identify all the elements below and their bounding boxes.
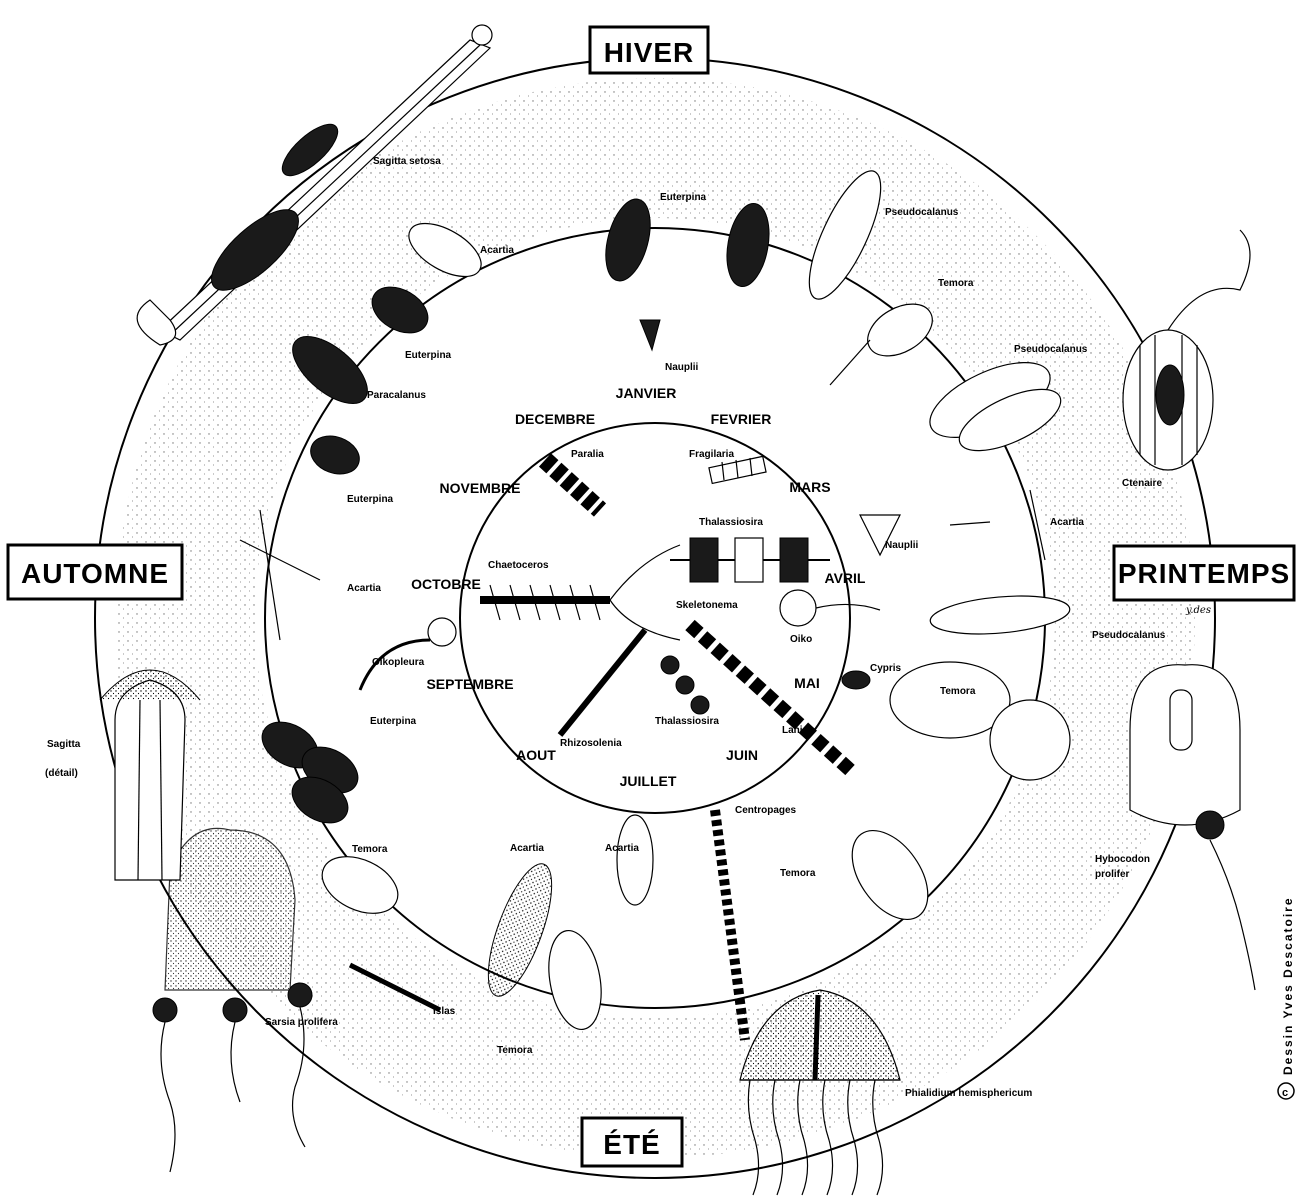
month-feb: FEVRIER (711, 411, 772, 427)
label-cypris: Cypris (870, 663, 902, 674)
label-temora-1: Temora (938, 278, 974, 289)
label-skeletonema: Skeletonema (676, 600, 738, 611)
season-autumn-label: AUTOMNE (21, 558, 169, 589)
label-oikopleura: Oikopleura (372, 657, 425, 668)
label-acartia-4: Acartia (510, 843, 544, 854)
season-winter-label: HIVER (604, 37, 695, 68)
label-lanice: Lanice (782, 725, 814, 736)
label-temora-3: Temora (780, 868, 816, 879)
cypris-drawing (842, 671, 870, 689)
season-spring-label: PRINTEMPS (1118, 558, 1290, 589)
label-sagitta-detail-2: (détail) (45, 768, 78, 779)
month-dec: DECEMBRE (515, 411, 595, 427)
label-pseudocalanus-2: Pseudocalanus (1014, 344, 1088, 355)
label-paralia: Paralia (571, 449, 604, 460)
label-phialidium: Phialidium hemisphericum (905, 1088, 1032, 1099)
label-temora-2: Temora (940, 686, 976, 697)
season-spring: PRINTEMPS (1114, 546, 1294, 600)
month-oct: OCTOBRE (411, 576, 481, 592)
signature: y.des (1185, 605, 1211, 616)
label-acartia-3: Acartia (1050, 517, 1084, 528)
season-summer: ÉTÉ (582, 1118, 682, 1166)
label-nauplii-2: Nauplii (885, 540, 919, 551)
month-jun: JUIN (726, 747, 758, 763)
label-acartia-2: Acartia (347, 583, 381, 594)
label-chaetoceros: Chaetoceros (488, 560, 549, 571)
label-acartia-1: Acartia (480, 245, 514, 256)
label-oiko: Oiko (790, 634, 812, 645)
label-hybocodon-1: Hybocodon (1095, 854, 1150, 865)
label-thalassiosira-1: Thalassiosira (699, 517, 763, 528)
label-centropages: Centropages (735, 805, 797, 816)
month-may: MAI (794, 675, 820, 691)
label-fragilaria: Fragilaria (689, 449, 734, 460)
label-temora-4: Temora (352, 844, 388, 855)
label-euterpina-3: Euterpina (370, 716, 417, 727)
label-thalassiosira-2: Thalassiosira (655, 716, 719, 727)
season-winter: HIVER (590, 27, 708, 73)
season-summer-label: ÉTÉ (603, 1129, 660, 1160)
label-hybocodon-2: prolifer (1095, 869, 1130, 880)
credit-text: Dessin Yves Descatoire (1281, 896, 1295, 1075)
month-mar: MARS (789, 479, 830, 495)
label-sarsia: Sarsia prolifera (265, 1017, 338, 1028)
month-jul: JUILLET (620, 773, 677, 789)
label-sagitta-detail-1: Sagitta (47, 739, 81, 750)
month-sep: SEPTEMBRE (426, 676, 513, 692)
label-pseudocalanus-1: Pseudocalanus (885, 207, 959, 218)
label-euterpina-2: Euterpina (347, 494, 394, 505)
thalassiosira-chain-drawing (670, 538, 830, 582)
label-nauplii-1: Nauplii (665, 362, 699, 373)
label-islas: Islas (433, 1006, 456, 1017)
copyright-icon-letter: c (1282, 1087, 1288, 1099)
ctenaire-drawing (1123, 230, 1250, 470)
label-pseudocalanus-3: Pseudocalanus (1092, 630, 1166, 641)
label-rhizosolenia: Rhizosolenia (560, 738, 622, 749)
month-aug: AOUT (516, 747, 556, 763)
label-acartia-5: Acartia (605, 843, 639, 854)
label-temora-5: Temora (497, 1045, 533, 1056)
label-ctenaire: Ctenaire (1122, 478, 1162, 489)
season-autumn: AUTOMNE (8, 545, 182, 599)
month-jan: JANVIER (616, 385, 677, 401)
label-euterpina-1: Euterpina (405, 350, 452, 361)
month-apr: AVRIL (825, 570, 866, 586)
month-nov: NOVEMBRE (440, 480, 521, 496)
label-sagitta-setosa: Sagitta setosa (373, 156, 441, 167)
label-paracalanus: Paracalanus (367, 390, 426, 401)
label-euterpina-top: Euterpina (660, 192, 707, 203)
